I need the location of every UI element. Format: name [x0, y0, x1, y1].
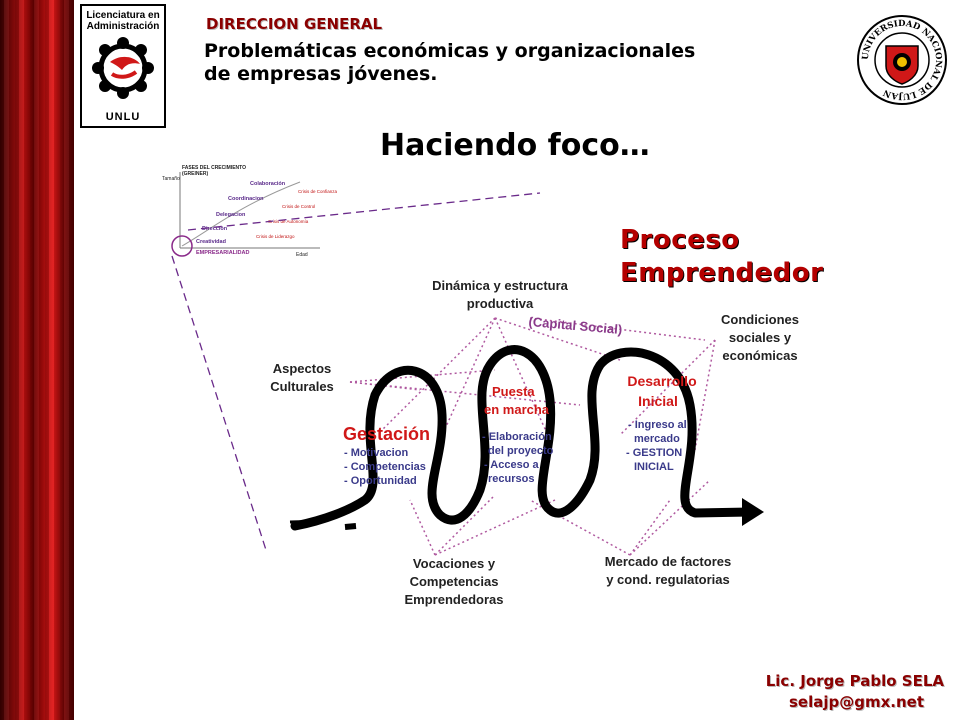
label-capital-social: (Capital Social)	[528, 314, 623, 337]
gestacion-item-3: - Oportunidad	[344, 475, 417, 487]
desarrollo-title-line1: Desarrollo	[627, 373, 696, 389]
process-title-line2: Emprendedor	[620, 258, 824, 288]
crisis-confianza: Crisis de Confianza	[298, 189, 338, 194]
arrow-head-icon	[742, 498, 764, 526]
crisis-control: Crisis de Control	[282, 204, 315, 209]
crisis-liderazgo: Crisis de Liderazgo	[256, 234, 295, 239]
greiner-y-axis-label: Tamaño	[162, 176, 180, 182]
process-title-line1: Proceso	[620, 225, 740, 255]
puesta-title-line1: Puesta	[492, 384, 535, 399]
greiner-title: FASES DEL CRECIMIENTO	[182, 165, 246, 171]
phase-delegacion: Delegacion	[216, 212, 246, 218]
phase-coordinacion: Coordinacion	[228, 196, 264, 202]
greiner-x-axis-label: Edad	[296, 252, 308, 258]
label-dinamica-line1: Dinámica y estructura	[432, 278, 569, 293]
label-vocaciones-line1: Vocaciones y	[413, 556, 496, 571]
label-aspectos-line2: Culturales	[270, 379, 334, 394]
greiner-chart: FASES DEL CRECIMIENTO (GREINER) Tamaño C…	[162, 165, 338, 258]
author-name: Lic. Jorge Pablo SELA	[765, 672, 944, 690]
red-curtain-decoration	[0, 0, 74, 720]
label-vocaciones-line3: Emprendedoras	[405, 592, 504, 607]
gestacion-item-2: - Competencias	[344, 461, 426, 473]
phase-direccion: Dirección	[202, 226, 228, 232]
zoom-line-bottom	[171, 255, 267, 551]
label-vocaciones-line2: Competencias	[410, 574, 499, 589]
crisis-autonomia: Crisis de Autonomía	[268, 219, 309, 224]
label-aspectos-line1: Aspectos	[273, 361, 332, 376]
logo-emblem-icon	[92, 37, 154, 99]
zoom-line-top	[187, 192, 541, 231]
phase-creatividad: Creatividad	[196, 239, 226, 245]
header-title: Problemáticas económicas y organizaciona…	[204, 40, 696, 85]
puesta-item-2: del proyecto	[488, 445, 554, 457]
logo-text: Licenciatura en Administración	[86, 10, 160, 32]
puesta-title-line2: en marcha	[484, 402, 550, 417]
puesta-item-4: recursos	[488, 473, 534, 485]
desarrollo-item-1: - Ingreso al	[628, 419, 687, 431]
desarrollo-item-2: mercado	[634, 433, 680, 445]
desarrollo-title-line2: Inicial	[638, 393, 678, 409]
label-condiciones-line1: Condiciones	[721, 312, 799, 327]
author-email[interactable]: selajp@gmx.net	[788, 693, 924, 711]
greiner-subtitle: (GREINER)	[182, 171, 208, 177]
focus-circle	[171, 235, 193, 257]
process-title: Proceso Emprendedor	[620, 224, 823, 290]
connection-lines	[349, 317, 716, 556]
logo-label: UNLU	[105, 111, 141, 123]
gestacion-title: Gestación	[343, 424, 430, 444]
label-condiciones-line3: económicas	[722, 348, 797, 363]
phase-colaboracion: Colaboración	[250, 181, 286, 187]
puesta-item-1: - Elaboración	[482, 431, 552, 443]
label-condiciones-line2: sociales y	[729, 330, 792, 345]
label-dinamica-line2: productiva	[467, 296, 534, 311]
entrepreneurial-process-diagram: FASES DEL CRECIMIENTO (GREINER) Tamaño C…	[162, 165, 799, 607]
greiner-focus-label: EMPRESARIALIDAD	[196, 250, 250, 256]
unlu-logo: Licenciatura en Administración UNLU	[80, 4, 166, 128]
desarrollo-item-4: INICIAL	[634, 461, 674, 473]
puesta-item-3: - Acceso a	[484, 459, 540, 471]
gestacion-item-1: - Motivacion	[344, 447, 408, 459]
department-label: DIRECCION GENERAL	[206, 15, 383, 33]
main-title: Haciendo foco…	[380, 128, 650, 163]
label-mercado-line1: Mercado de factores	[605, 554, 731, 569]
process-loops-arrow	[290, 345, 755, 531]
desarrollo-item-3: - GESTION	[626, 447, 682, 459]
label-mercado-line2: y cond. regulatorias	[606, 572, 730, 587]
university-seal: UNIVERSIDAD NACIONAL DE LUJAN	[857, 15, 947, 105]
